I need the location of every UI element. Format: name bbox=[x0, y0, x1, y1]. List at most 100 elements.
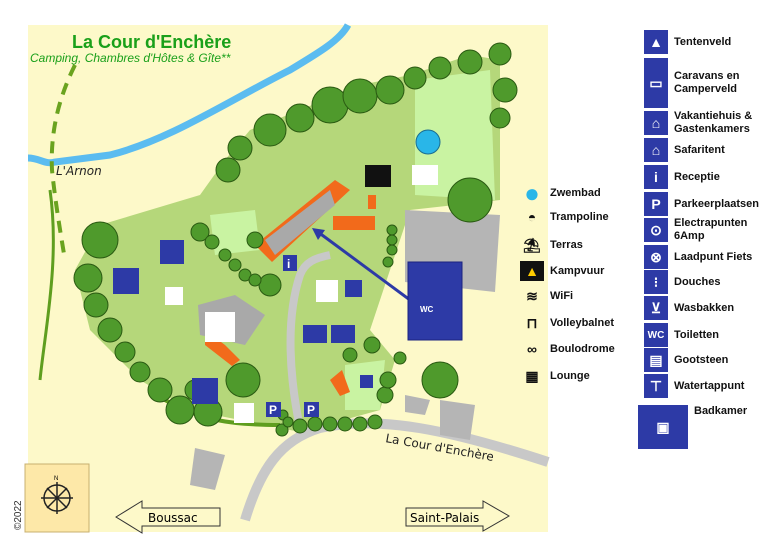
info-icon[interactable] bbox=[283, 255, 297, 271]
neighbour-building bbox=[405, 395, 430, 415]
water-tap-icon: ⊤ bbox=[644, 374, 668, 398]
legend-item: ⁝ Douches bbox=[644, 270, 774, 294]
trampoline-icon bbox=[412, 165, 438, 185]
tree bbox=[129, 361, 151, 383]
tent-icon: ▲ bbox=[644, 30, 668, 54]
river-label: L'Arnon bbox=[56, 164, 102, 178]
shed bbox=[368, 195, 376, 209]
legend-item: ▤Gootsteen bbox=[644, 348, 774, 372]
tree bbox=[218, 248, 232, 262]
tree bbox=[447, 177, 493, 223]
legend-label: Terras bbox=[550, 239, 583, 251]
electric-icon[interactable] bbox=[345, 280, 362, 297]
tree bbox=[275, 423, 289, 437]
legend-label: Watertappunt bbox=[674, 379, 745, 392]
tree bbox=[73, 263, 103, 293]
tree bbox=[311, 86, 349, 124]
legend-item: ▲ Tentenveld bbox=[644, 30, 774, 54]
river bbox=[27, 23, 352, 167]
legend-label: Boulodrome bbox=[550, 343, 615, 355]
tree bbox=[253, 113, 287, 147]
direction-boussac-arrow bbox=[115, 500, 221, 534]
tree bbox=[190, 222, 210, 242]
compass-rose-icon bbox=[41, 482, 73, 514]
tree bbox=[282, 416, 294, 428]
pool-icon: ● bbox=[524, 177, 540, 208]
legend-label: Laadpunt Fiets bbox=[674, 250, 753, 263]
legend-label: Kampvuur bbox=[550, 265, 605, 277]
volleyball-net-icon: ⊓ bbox=[526, 314, 538, 331]
legend-item: ⊓ Volleybalnet bbox=[520, 313, 614, 333]
tree bbox=[352, 416, 368, 432]
wifi-icon: ≋ bbox=[526, 287, 538, 304]
tree bbox=[488, 42, 512, 66]
legend-label: Safaritent bbox=[674, 143, 725, 156]
trampoline-icon: ◓ bbox=[527, 209, 537, 225]
legend-item: ⊻ Wasbakken bbox=[644, 296, 774, 320]
parking-label: P bbox=[269, 403, 277, 417]
tree bbox=[337, 416, 353, 432]
legend-label: Toiletten bbox=[674, 328, 720, 341]
legend-label: Zwembad bbox=[550, 187, 601, 199]
legend-label: Tentenveld bbox=[674, 35, 732, 48]
bathroom-block[interactable] bbox=[407, 261, 463, 341]
legend-label: Badkamer bbox=[694, 405, 748, 417]
camper-icon[interactable] bbox=[331, 325, 355, 343]
direction-left-label: Boussac bbox=[148, 511, 198, 525]
tree bbox=[83, 292, 109, 318]
tree bbox=[215, 157, 241, 183]
legend-label: WiFi bbox=[550, 290, 574, 302]
dish-sink-icon: ▤ bbox=[644, 348, 668, 372]
parking-icon[interactable] bbox=[304, 402, 319, 417]
map-subtitle: Camping, Chambres d'Hôtes & Gîte** bbox=[30, 51, 231, 65]
legend-label: Receptie bbox=[674, 170, 720, 183]
tree bbox=[97, 317, 123, 343]
tree bbox=[375, 75, 405, 105]
tree bbox=[204, 234, 220, 250]
footpath bbox=[49, 64, 77, 261]
legend-label: Wasbakken bbox=[674, 301, 735, 314]
hedge bbox=[38, 189, 55, 381]
tree bbox=[227, 135, 253, 161]
tent-icon[interactable] bbox=[160, 240, 184, 264]
campfire-icon bbox=[365, 165, 391, 187]
volleyball-net-icon bbox=[165, 287, 183, 305]
safari-tent-icon[interactable] bbox=[113, 268, 139, 294]
legend-item: ⊤ Watertappunt bbox=[644, 374, 774, 398]
tree bbox=[228, 258, 242, 272]
legend-item: ⊗ Laadpunt Fiets bbox=[644, 245, 774, 269]
legend-label: Douches bbox=[674, 275, 721, 288]
legend-label: Caravans en Camperveld bbox=[674, 70, 740, 95]
tree bbox=[421, 361, 459, 399]
map-title: La Cour d'Enchère bbox=[72, 32, 231, 52]
tree bbox=[386, 234, 398, 246]
caravan-icon: ▭ bbox=[644, 58, 668, 108]
tree bbox=[292, 418, 308, 434]
tree bbox=[393, 351, 407, 365]
legend-label: Trampoline bbox=[550, 211, 609, 223]
legend-item: ▭Caravans en Camperveld bbox=[644, 58, 774, 108]
holiday-house-icon: ⌂ bbox=[644, 111, 668, 135]
neighbour-building bbox=[190, 448, 225, 490]
picnic-table-icon: ⛱ bbox=[523, 236, 541, 253]
shower-icon: ⁝ bbox=[644, 270, 668, 294]
sink-icon: ⊻ bbox=[644, 296, 668, 320]
info-icon: i bbox=[644, 165, 668, 189]
caravan-icon[interactable] bbox=[303, 325, 327, 343]
toilet-icon: WC bbox=[644, 323, 668, 347]
bike-charging-icon: ⊗ bbox=[644, 245, 668, 269]
direction-saint-palais-arrow bbox=[405, 500, 511, 532]
copyright: ©2022 bbox=[13, 500, 24, 530]
legend-item: WC Toiletten bbox=[644, 323, 774, 347]
parking-icon[interactable] bbox=[266, 402, 281, 417]
tent-icon[interactable] bbox=[360, 375, 373, 388]
tree bbox=[322, 416, 338, 432]
tree bbox=[342, 347, 358, 363]
tree bbox=[225, 362, 261, 398]
legend-label: Volleybalnet bbox=[550, 317, 614, 329]
legend-item: ▲Kampvuur bbox=[520, 261, 604, 281]
safari-tent-icon[interactable] bbox=[192, 378, 218, 404]
shed bbox=[330, 370, 350, 396]
